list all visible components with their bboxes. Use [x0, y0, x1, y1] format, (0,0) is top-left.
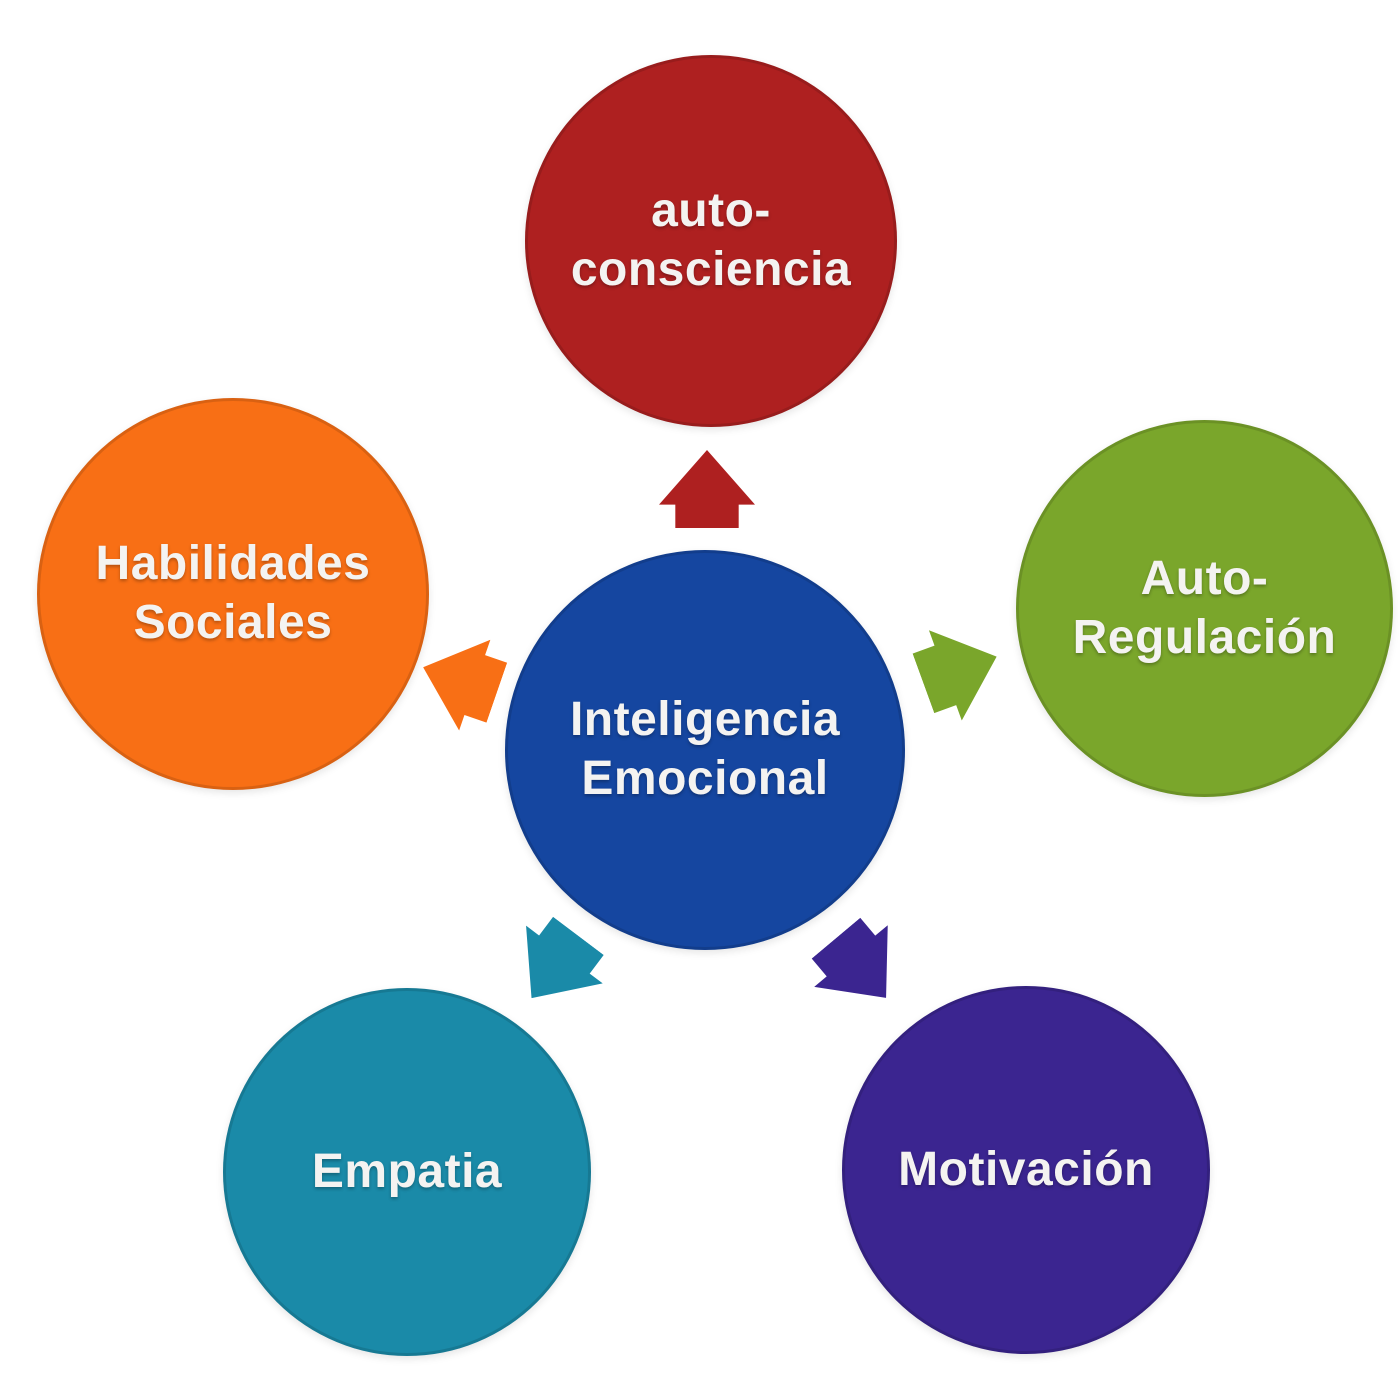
arrow-down-left-icon [493, 907, 617, 1027]
node-motivacion-label-line1: Motivación [898, 1142, 1154, 1196]
node-auto-regulacion: Auto- Regulación [1016, 420, 1393, 797]
node-auto-consciencia: auto- consciencia [525, 55, 897, 427]
node-empatia: Empatia [223, 988, 591, 1356]
center-label-line1: Inteligencia [569, 693, 841, 747]
node-auto-consciencia-label-line2: consciencia [570, 243, 852, 296]
node-center-inteligencia-emocional: Inteligencia Emocional [505, 550, 905, 950]
arrow-down-right-icon [799, 907, 923, 1028]
node-habilidades-sociales: Habilidades Sociales [37, 398, 429, 790]
node-auto-regulacion-label-line1: Auto- [1140, 551, 1269, 605]
arrow-up-icon [659, 450, 755, 528]
node-auto-consciencia-label-line1: auto- [651, 184, 771, 238]
arrow-up-right-icon [907, 612, 1013, 729]
node-empatia-label-line1: Empatia [311, 1144, 503, 1198]
center-label-line2: Emocional [581, 752, 829, 805]
node-auto-regulacion-label-line2: Regulación [1072, 610, 1337, 664]
node-motivacion: Motivación [842, 986, 1210, 1354]
node-habilidades-sociales-label-line1: Habilidades [95, 537, 371, 591]
node-habilidades-sociales-label-line2: Sociales [133, 596, 333, 649]
